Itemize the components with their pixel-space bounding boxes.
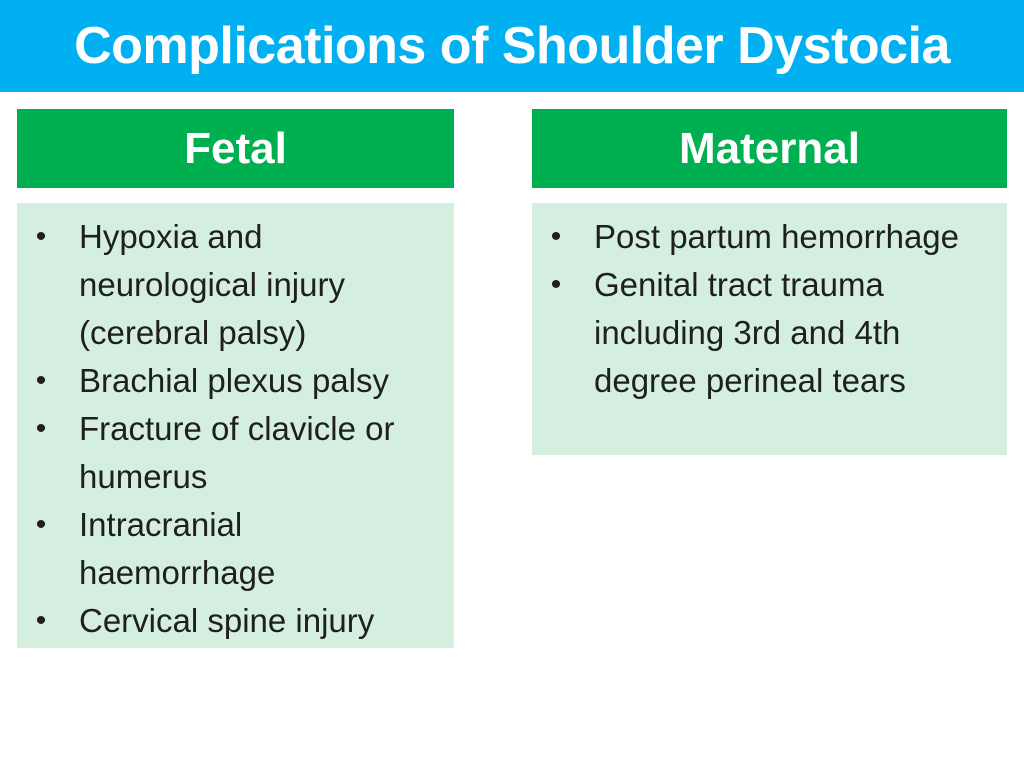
list-item-text: Intracranial haemorrhage bbox=[79, 506, 276, 591]
list-item: • Genital tract trauma including 3rd and … bbox=[532, 261, 995, 405]
maternal-list-box: • Post partum hemorrhage • Genital tract t… bbox=[532, 203, 1007, 455]
maternal-header: Maternal bbox=[532, 109, 1007, 188]
bullet-icon: • bbox=[550, 220, 562, 253]
maternal-list: • Post partum hemorrhage • Genital tract t… bbox=[532, 213, 995, 405]
fetal-list-box: • Hypoxia and neurological injury (cerebr… bbox=[17, 203, 454, 648]
fetal-header: Fetal bbox=[17, 109, 454, 188]
bullet-icon: • bbox=[35, 364, 47, 397]
list-item: • Hypoxia and neurological injury (cerebr… bbox=[17, 213, 442, 357]
page-title: Complications of Shoulder Dystocia bbox=[74, 17, 950, 75]
list-item: • Brachial plexus palsy bbox=[17, 357, 442, 405]
list-item-text: Hypoxia and neurological injury (cerebra… bbox=[79, 218, 345, 351]
list-item-text: Post partum hemorrhage bbox=[594, 218, 960, 255]
list-item-text: Brachial plexus palsy bbox=[79, 362, 389, 399]
bullet-icon: • bbox=[550, 268, 562, 301]
list-item: • Cervical spine injury bbox=[17, 597, 442, 645]
list-item: • Intracranial haemorrhage bbox=[17, 501, 442, 597]
list-item-text: Cervical spine injury bbox=[79, 602, 375, 639]
list-item-text: Fracture of clavicle or humerus bbox=[79, 410, 395, 495]
bullet-icon: • bbox=[35, 220, 47, 253]
list-item: • Post partum hemorrhage bbox=[532, 213, 995, 261]
fetal-list: • Hypoxia and neurological injury (cerebr… bbox=[17, 213, 442, 645]
bullet-icon: • bbox=[35, 412, 47, 445]
title-bar: Complications of Shoulder Dystocia bbox=[0, 0, 1024, 92]
list-item-text: Genital tract trauma including 3rd and 4… bbox=[594, 266, 906, 399]
list-item: • Fracture of clavicle or humerus bbox=[17, 405, 442, 501]
bullet-icon: • bbox=[35, 508, 47, 541]
bullet-icon: • bbox=[35, 604, 47, 637]
